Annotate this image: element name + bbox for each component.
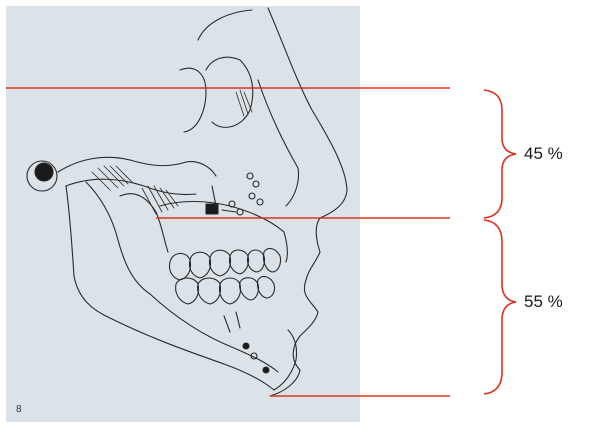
chin	[274, 330, 297, 390]
skull-drawing	[27, 8, 347, 396]
hatching	[92, 90, 252, 214]
orbit-inner	[180, 68, 206, 132]
frontal-outline	[198, 10, 252, 40]
lower-face-percentage: 55 %	[524, 292, 563, 312]
zygomatic-arch	[58, 157, 216, 176]
proportion-lines	[6, 88, 516, 396]
mandible-ramus	[66, 186, 110, 318]
lower-brace	[484, 220, 516, 394]
coronoid-process	[120, 194, 168, 252]
upper-face-percentage: 45 %	[524, 144, 563, 164]
mandible-posterior-border	[86, 182, 150, 294]
figure-number: 8	[16, 404, 22, 415]
upper-brace	[484, 90, 516, 218]
nasal-bone	[258, 80, 299, 206]
soft-tissue-profile	[268, 8, 347, 396]
teeth	[169, 249, 280, 304]
condyle	[35, 163, 53, 181]
mandible-lower-border	[110, 318, 274, 390]
orbit-rim	[206, 57, 253, 127]
